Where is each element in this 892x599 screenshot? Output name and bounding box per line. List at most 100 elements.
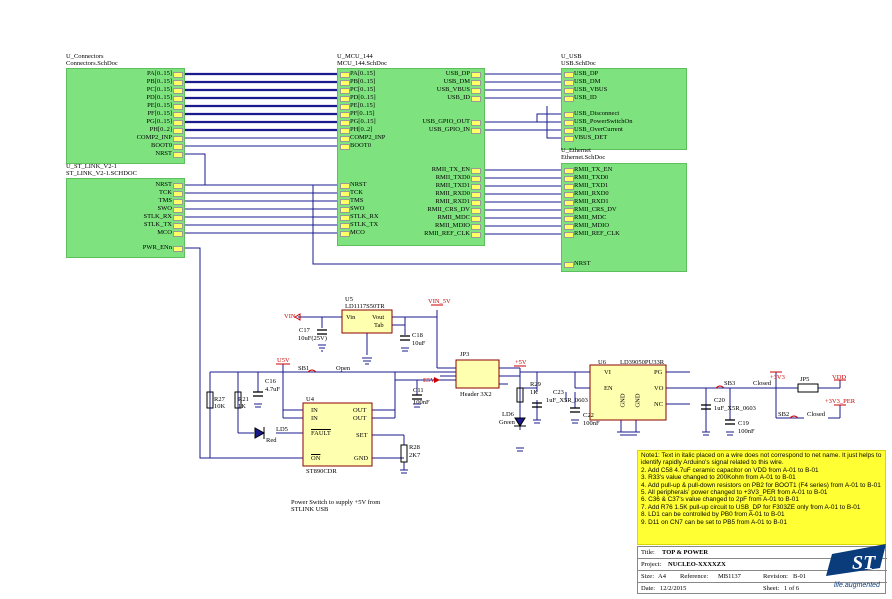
usb-pin: USB_Disconnect <box>574 110 620 117</box>
u4-gnd: GND <box>354 455 369 462</box>
connectors-pin: COMP2_INP <box>136 134 172 141</box>
mcu-pin: RMII_TX_EN <box>431 166 470 173</box>
ethernet-pin-marker <box>564 232 574 238</box>
u4-ref: U4 <box>306 396 314 403</box>
u5-vin: Vin <box>346 314 356 321</box>
u6-vo: VO <box>654 385 664 392</box>
mcu-pin-marker <box>471 72 481 78</box>
sheet-mcu[interactable] <box>337 68 485 246</box>
mcu-pin: STLK_RX <box>350 213 379 220</box>
project-label: Project: <box>641 561 662 568</box>
u6-gnd2: GND <box>634 393 642 408</box>
mcu-file: MCU_144.SchDoc <box>337 60 388 67</box>
mcu-pin: USB_GPIO_IN <box>428 126 470 133</box>
c22-val: 100nF <box>583 420 600 427</box>
ethernet-pin: NRST <box>574 260 591 267</box>
stlink-pin-marker <box>173 246 183 252</box>
usb-pin: USB_VBUS <box>574 86 608 93</box>
stlink-ref: U_ST_LINK_V2-1 <box>66 163 117 170</box>
mcu-pin: RMII_TXD1 <box>435 182 470 189</box>
logo-tagline: life.augmented <box>834 582 880 589</box>
sb3-ref: SB3 <box>724 380 736 387</box>
usb-pin-marker <box>564 96 574 102</box>
ethernet-file: Ethernet.SchDoc <box>561 154 606 161</box>
mcu-pin: COMP2_INP <box>350 134 386 141</box>
stlink-pin-marker <box>173 199 183 205</box>
stlink-pin: PWR_ENn <box>142 244 172 251</box>
mcu-pin-marker <box>340 183 350 189</box>
sb2-ref: SB2 <box>778 411 790 418</box>
c23-ref: C23 <box>553 389 564 396</box>
vdd-label: VDD <box>832 374 847 381</box>
connectors-pin-marker <box>173 96 183 102</box>
stlink-pin-marker <box>173 207 183 213</box>
ethernet-pin-marker <box>564 200 574 206</box>
st-logo: ST life.augmented <box>812 528 888 594</box>
c16-ref: C16 <box>265 378 276 385</box>
ethernet-pin: RMII_TXD0 <box>574 174 609 181</box>
u4-set: SET <box>356 432 368 439</box>
connectors-pin-marker <box>173 136 183 142</box>
mcu-pin-marker <box>471 224 481 230</box>
ethernet-pin: RMII_RXD1 <box>574 198 609 205</box>
r28-ref: R28 <box>409 444 420 451</box>
connectors-pin-marker <box>173 80 183 86</box>
revision-value: B-01 <box>793 573 806 580</box>
reference-label: Reference: <box>680 573 709 580</box>
mcu-pin: RMII_RXD1 <box>435 198 470 205</box>
mcu-pin: PH[0..2] <box>350 126 373 133</box>
connectors-pin: PB[0..15] <box>146 78 172 85</box>
usb-pin-marker <box>564 80 574 86</box>
connectors-pin: PE[0..15] <box>147 102 172 109</box>
usb-pin-marker <box>564 128 574 134</box>
mcu-pin: PE[0..15] <box>350 102 375 109</box>
connectors-pin: PF[0..15] <box>147 110 172 117</box>
mcu-pin: BOOT0 <box>350 142 371 149</box>
u6-pg: PG <box>654 369 663 376</box>
connectors-pin-marker <box>173 120 183 126</box>
usb-pin: VBUS_DET <box>574 134 608 141</box>
title-block: Title: TOP & POWER Project: NUCLEO-XXXXZ… <box>637 546 887 594</box>
sheet-stlink[interactable] <box>66 178 185 258</box>
stlink-pin: SWO <box>157 205 172 212</box>
switch-note: Power Switch to supply +5V from STLINK U… <box>291 499 381 513</box>
sheet-usb[interactable] <box>561 68 687 150</box>
ethernet-pin: RMII_CRS_DV <box>574 206 617 213</box>
mcu-pin-marker <box>340 96 350 102</box>
r28-val: 2K7 <box>409 452 421 459</box>
mcu-pin: PA[0..15] <box>350 70 376 77</box>
u4-in2: IN <box>311 415 318 422</box>
mcu-pin: RMII_MDIO <box>434 222 470 229</box>
ethernet-pin: RMII_REF_CLK <box>574 230 620 237</box>
note-line: 6. C36 & C37's value changed to 2pF from… <box>641 496 799 504</box>
mcu-pin-marker <box>340 223 350 229</box>
connectors-pin-marker <box>173 104 183 110</box>
stlink-file: ST_LINK_V2-1.SCHDOC <box>66 170 137 177</box>
ethernet-pin-marker <box>564 176 574 182</box>
r21-val: 1K <box>238 403 246 410</box>
mcu-pin: SWO <box>350 205 365 212</box>
mcu-pin-marker <box>340 112 350 118</box>
u5v-label: U5V <box>277 357 290 364</box>
mcu-pin: RMII_REF_CLK <box>424 230 470 237</box>
size-label: Size: <box>641 573 654 580</box>
size-value: A4 <box>658 573 666 580</box>
u6-en: EN <box>604 385 613 392</box>
mcu-pin-marker <box>340 144 350 150</box>
mcu-pin-marker <box>471 80 481 86</box>
stlink-pin: STLK_RX <box>143 213 172 220</box>
mcu-pin: RMII_CRS_DV <box>427 206 470 213</box>
mcu-pin: USB_GPIO_OUT <box>422 118 470 125</box>
r29-ref: R29 <box>530 381 541 388</box>
usb-pin-marker <box>564 136 574 142</box>
sheet-ethernet[interactable] <box>561 163 687 272</box>
u5-ref: U5 <box>345 296 353 303</box>
mcu-pin-marker <box>340 72 350 78</box>
sb3-val: Closed <box>753 380 772 387</box>
c22-ref: C22 <box>583 412 594 419</box>
mcu-pin-marker <box>340 88 350 94</box>
mcu-pin-marker <box>471 184 481 190</box>
mcu-pin-marker <box>340 199 350 205</box>
sheet-connectors[interactable] <box>66 68 185 164</box>
